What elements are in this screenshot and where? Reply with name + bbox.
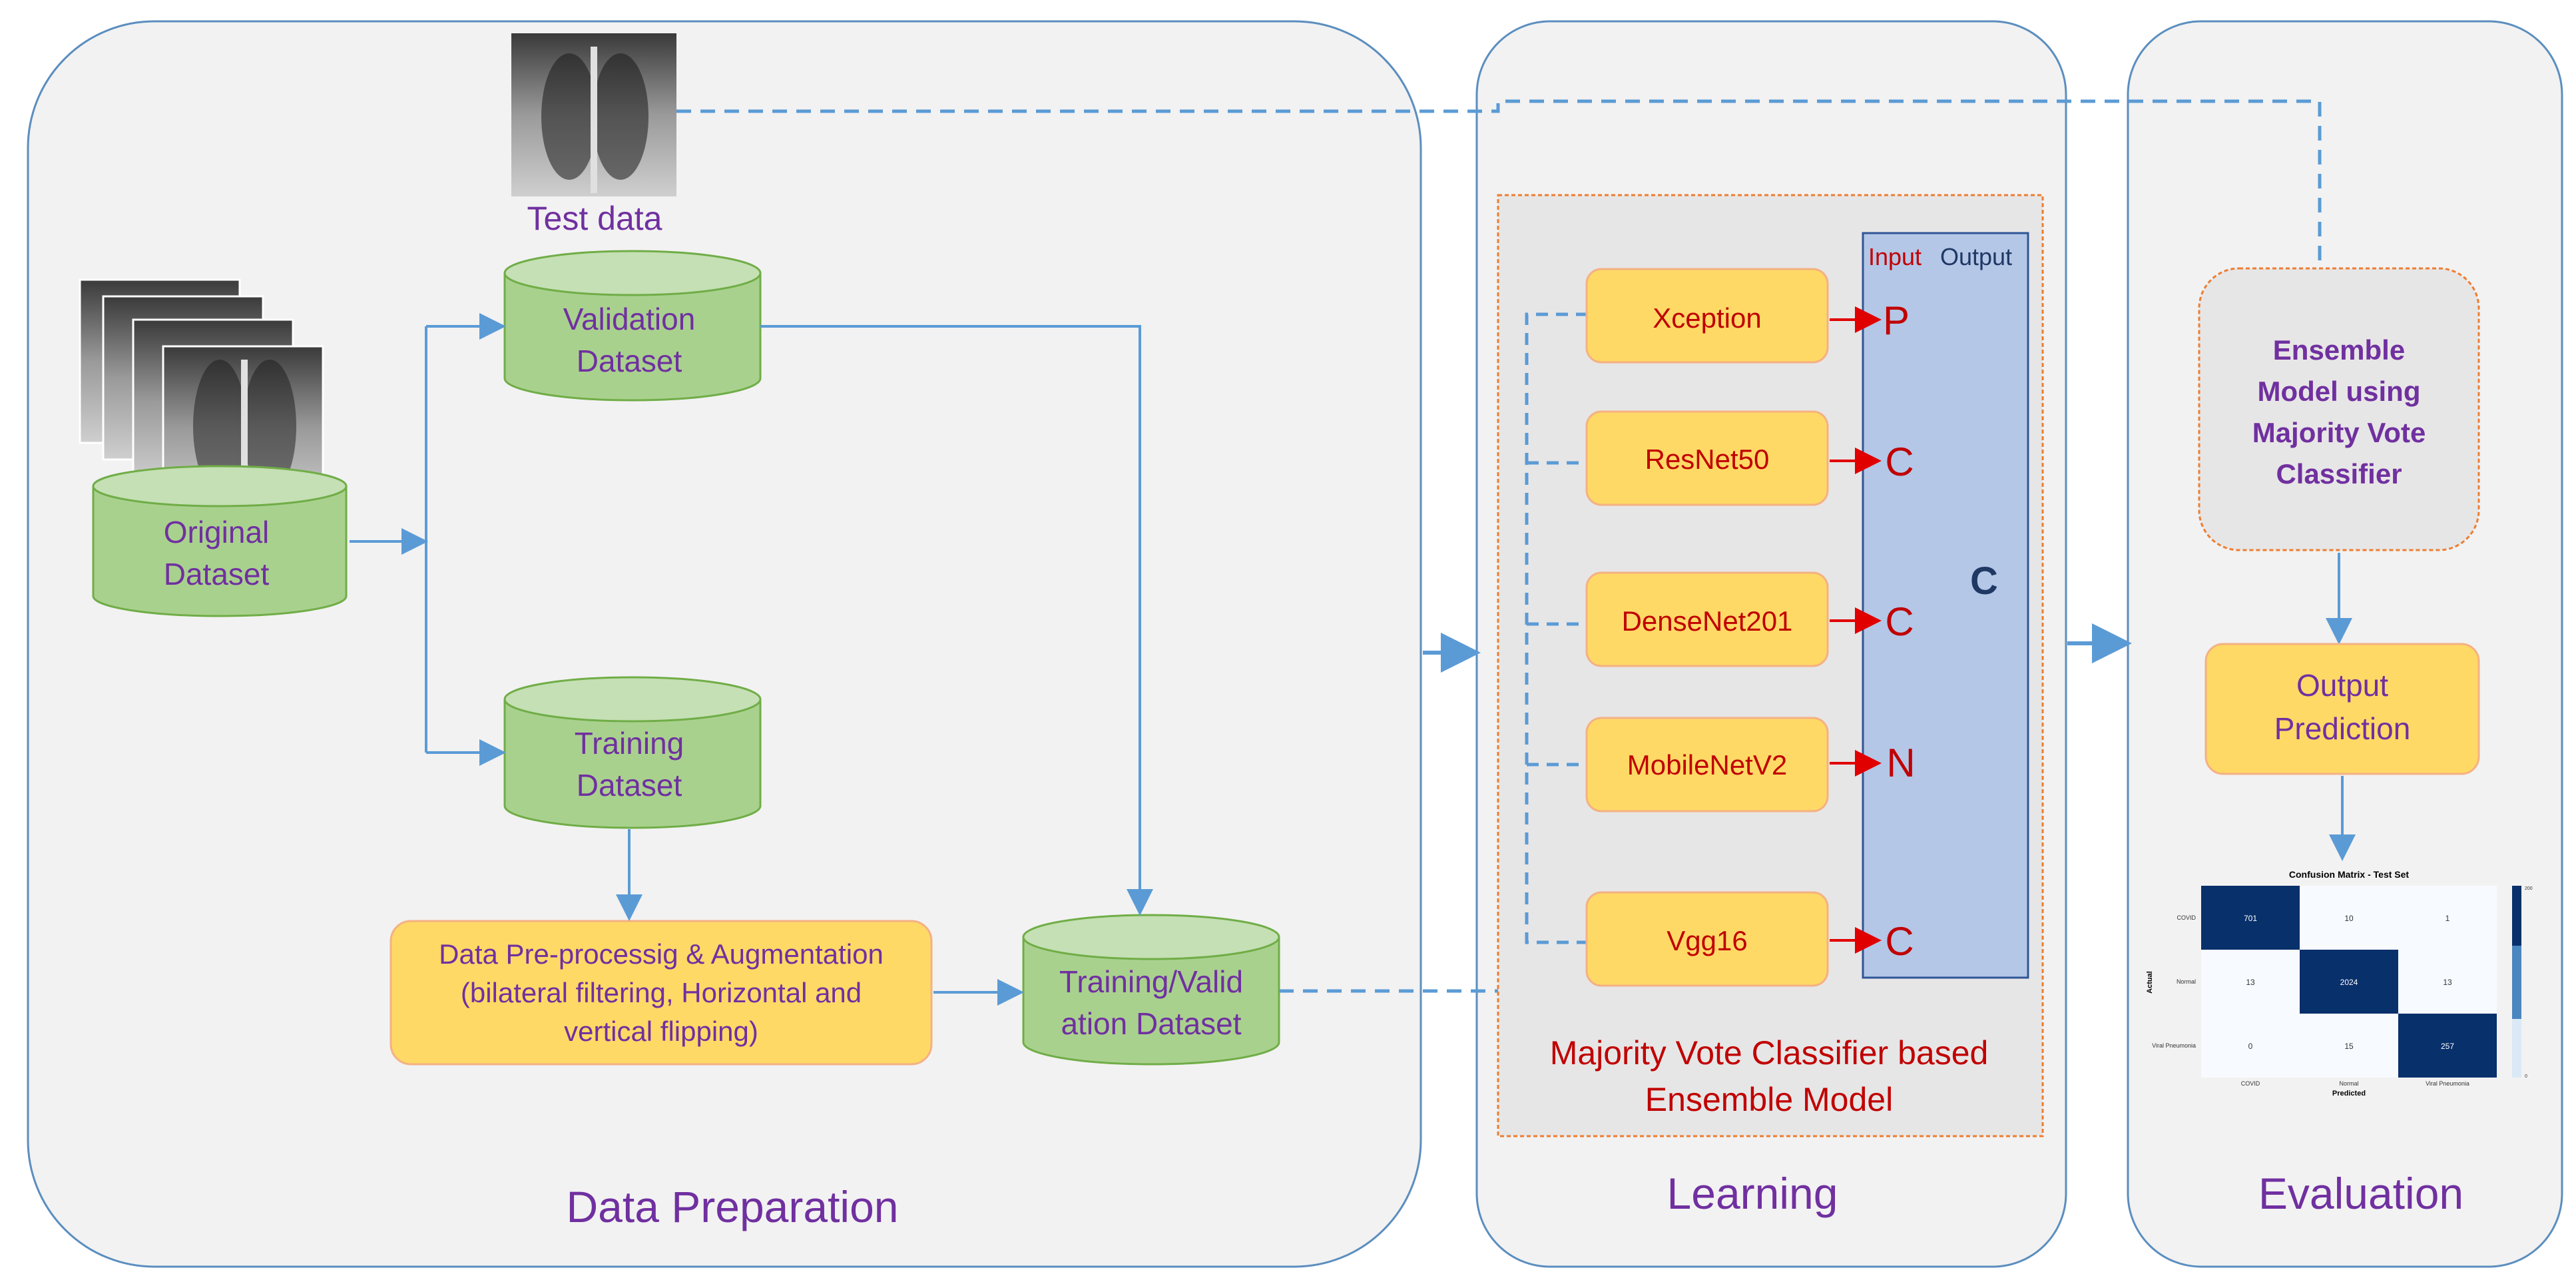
model-mobilenetv2: MobileNetV2 N (1585, 717, 1916, 812)
model-prediction: N (1886, 741, 1915, 785)
test-xray-image (511, 33, 676, 196)
cm-cell (2201, 950, 2300, 1014)
model-resnet50: ResNet50 C (1585, 410, 1914, 506)
cm-col-label: Normal (2339, 1080, 2358, 1087)
cm-colorbar-tick: 0 (2525, 1074, 2527, 1079)
model-prediction: C (1885, 599, 1914, 644)
model-prediction: C (1885, 919, 1914, 964)
training-dataset-label-2: Dataset (577, 768, 682, 802)
panel-title-evaluation: Evaluation (2258, 1169, 2463, 1218)
cm-cell (2300, 950, 2398, 1014)
cm-col-label: COVID (2241, 1080, 2260, 1087)
model-densenet201: DenseNet201 C (1585, 571, 1914, 667)
model-label: Vgg16 (1667, 925, 1747, 956)
panel-title-learning: Learning (1667, 1169, 1838, 1218)
output-prediction-line-2: Prediction (2274, 711, 2411, 746)
ensemble-caption-2: Ensemble Model (1645, 1081, 1893, 1118)
cm-value: 2024 (2340, 978, 2358, 987)
panel-title-data-preparation: Data Preparation (567, 1182, 899, 1231)
cm-value: 15 (2344, 1042, 2354, 1051)
model-vgg16: Vgg16 C (1585, 891, 1914, 987)
cm-cell (2300, 886, 2398, 950)
panel-data-preparation (27, 20, 1422, 1268)
cm-col-label: Viral Pneumonia (2426, 1080, 2469, 1087)
cm-cell (2201, 886, 2300, 950)
ensemble-line-3: Majority Vote (2252, 417, 2426, 448)
model-label: MobileNetV2 (1627, 749, 1787, 781)
model-label: DenseNet201 (1622, 605, 1793, 637)
cm-cell (2300, 1014, 2398, 1078)
cm-row-label: Viral Pneumonia (2152, 1042, 2196, 1049)
validation-dataset-label-2: Dataset (577, 344, 682, 378)
cm-cell (2398, 1014, 2497, 1078)
final-output-value: C (1970, 559, 1998, 603)
original-dataset-label-1: Original (164, 515, 270, 549)
output-column-label: Output (1940, 243, 2012, 270)
confusion-matrix: Confusion Matrix - Test Set 701 10 1 13 … (2146, 869, 2533, 1098)
model-xception: Xception P (1585, 268, 1910, 364)
model-label: ResNet50 (1645, 444, 1770, 475)
validation-dataset-label-1: Validation (563, 302, 696, 336)
output-prediction-box: Output Prediction (2204, 643, 2480, 775)
preprocessing-box: Data Pre-processig & Augmentation (bilat… (389, 920, 933, 1066)
model-bus (1525, 312, 1588, 944)
preprocessing-line-3: vertical flipping) (564, 1016, 758, 1047)
confusion-title: Confusion Matrix - Test Set (2289, 869, 2410, 880)
test-data-label: Test data (527, 200, 662, 237)
cm-value: 701 (2244, 914, 2257, 923)
ensemble-model-box: Ensemble Model using Majority Vote Class… (2198, 267, 2480, 551)
cm-cell (2398, 950, 2497, 1014)
train-valid-dataset-cylinder: Training/Valid ation Dataset (1022, 914, 1280, 1066)
validation-dataset-cylinder: Validation Dataset (503, 250, 762, 402)
cm-value: 1 (2446, 914, 2450, 923)
cm-value: 13 (2443, 978, 2452, 987)
model-prediction: P (1883, 298, 1910, 343)
cm-row-label: COVID (2177, 914, 2196, 921)
preprocessing-line-2: (bilateral filtering, Horizontal and (461, 977, 862, 1008)
model-label: Xception (1653, 302, 1761, 334)
model-prediction: C (1885, 440, 1914, 484)
cm-value: 0 (2248, 1042, 2253, 1051)
cm-value: 10 (2344, 914, 2354, 923)
training-dataset-cylinder: Training Dataset (503, 676, 762, 829)
cm-row-label: Normal (2177, 978, 2196, 985)
original-dataset-label-2: Dataset (164, 557, 270, 591)
original-dataset-cylinder: Original Dataset (92, 465, 348, 617)
training-dataset-label-1: Training (575, 726, 684, 761)
cm-xlabel: Predicted (2332, 1090, 2366, 1098)
cm-value: 13 (2246, 978, 2255, 987)
cm-value: 257 (2441, 1042, 2454, 1051)
ensemble-line-2: Model using (2258, 376, 2421, 407)
train-valid-label-1: Training/Valid (1059, 964, 1243, 999)
cm-cell (2398, 886, 2497, 950)
cm-colorbar-tick: 200 (2525, 886, 2533, 891)
ensemble-caption-1: Majority Vote Classifier based (1550, 1034, 1989, 1072)
input-column-label: Input (1868, 243, 1922, 270)
cm-ylabel: Actual (2146, 971, 2154, 994)
cm-cell (2201, 1014, 2300, 1078)
train-valid-label-2: ation Dataset (1061, 1006, 1241, 1041)
output-prediction-line-1: Output (2296, 668, 2388, 703)
preprocessing-line-1: Data Pre-processig & Augmentation (439, 938, 884, 970)
output-column (1862, 232, 2029, 979)
data-prep-connectors (350, 313, 1153, 1006)
ensemble-line-4: Classifier (2276, 458, 2402, 489)
dashed-connectors (676, 99, 2322, 993)
ensemble-line-1: Ensemble (2273, 334, 2405, 366)
